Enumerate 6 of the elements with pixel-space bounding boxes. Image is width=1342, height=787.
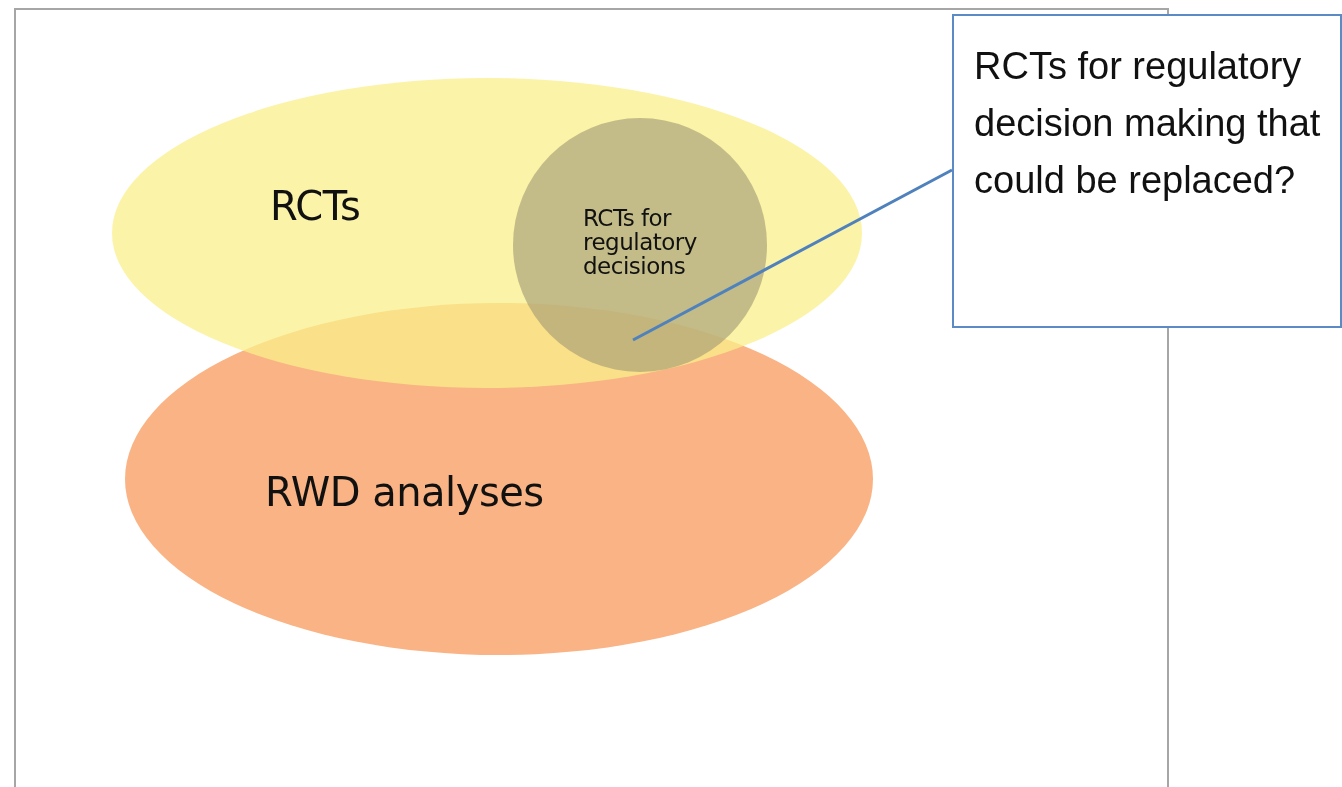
callout-box [952, 14, 1342, 328]
set-label: RCTs [270, 185, 362, 227]
leader-line [632, 168, 953, 342]
set-label: RCTs for regulatory decisions [583, 206, 698, 279]
callout-text: RCTs for regulatory decision making that could be replaced? [974, 44, 1322, 203]
set-label: RWD analyses [265, 471, 545, 513]
